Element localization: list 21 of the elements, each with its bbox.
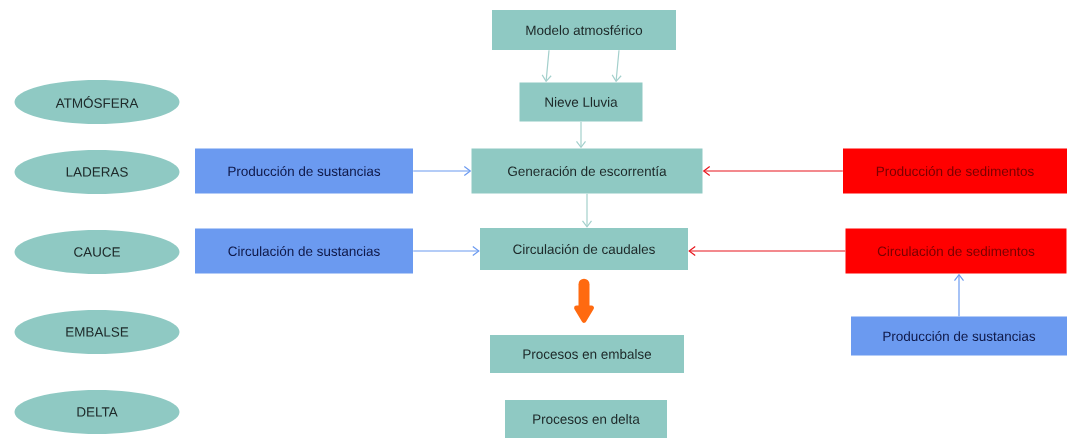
arrow [574, 278, 594, 323]
arrow [541, 49, 552, 83]
arrow [688, 245, 846, 257]
process-box: Generación de escorrentía [471, 148, 703, 194]
process-box: Circulación de sedimentos [845, 228, 1067, 274]
arrow [581, 193, 593, 228]
process-box: Circulación de sustancias [195, 228, 413, 274]
process-box: Modelo atmosférico [492, 10, 676, 50]
process-box: Procesos en embalse [490, 335, 684, 373]
process-box: Producción de sedimentos [843, 148, 1067, 194]
process-box: Producción de sustancias [195, 148, 413, 194]
arrow [702, 165, 844, 177]
process-box: Nieve Lluvia [519, 82, 643, 122]
process-box: Producción de sustancias [851, 316, 1067, 356]
arrow [611, 49, 622, 83]
arrow [412, 165, 472, 177]
arrow [953, 273, 965, 317]
arrow [412, 245, 480, 257]
arrow [575, 121, 587, 149]
process-box: Procesos en delta [505, 400, 667, 438]
process-box: Circulación de caudales [480, 228, 688, 270]
